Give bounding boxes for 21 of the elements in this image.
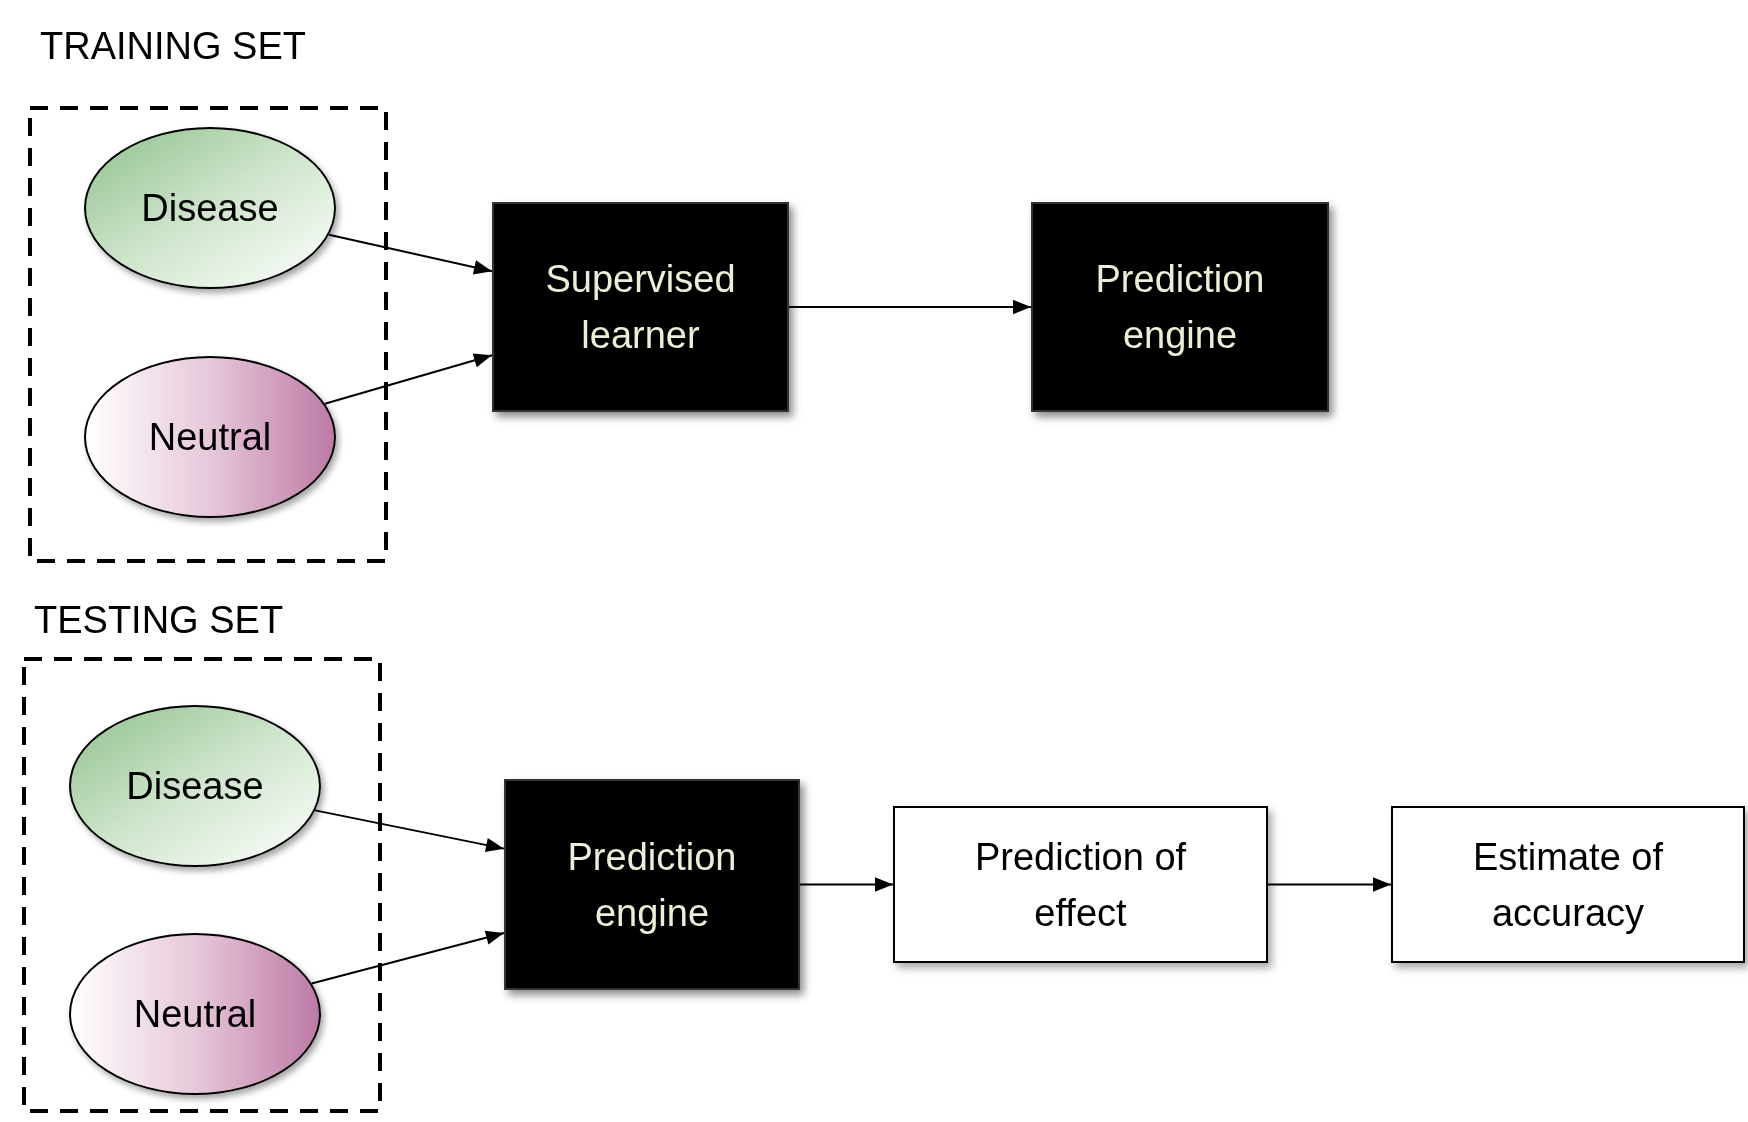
process-box (1391, 806, 1745, 963)
node-label: Neutral (147, 415, 273, 460)
node-label: Neutral (132, 992, 258, 1037)
set-heading: TESTING SET (34, 598, 284, 643)
node-label: Prediction of effect (973, 834, 1188, 936)
arrow (1267, 877, 1392, 892)
node-label: Disease (140, 186, 280, 231)
node-label: Estimate of accuracy (1471, 834, 1665, 936)
process-box (492, 202, 789, 412)
node-label: Supervised learner (544, 257, 737, 358)
arrow (323, 353, 493, 405)
node-label: Disease (125, 764, 265, 809)
arrow (310, 930, 505, 985)
process-box (893, 806, 1268, 963)
process-box (1031, 202, 1329, 412)
arrow (788, 299, 1032, 315)
process-box (504, 779, 800, 990)
node-label: Prediction engine (566, 834, 738, 936)
node-label: Prediction engine (1094, 257, 1266, 358)
set-heading: TRAINING SET (40, 24, 307, 69)
arrow (799, 877, 894, 892)
